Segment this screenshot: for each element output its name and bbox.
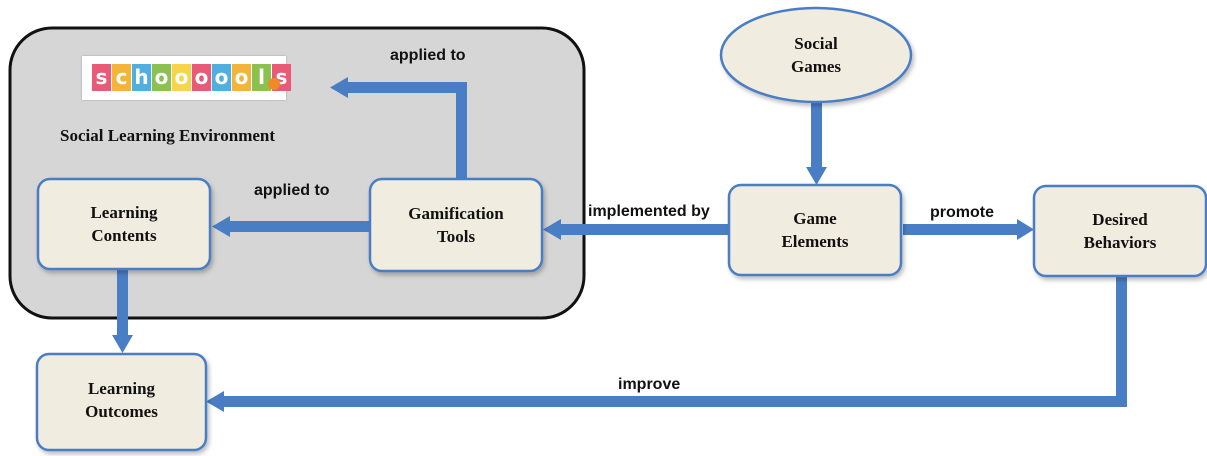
label-line: Desired	[1092, 210, 1148, 229]
node-gamification-tools	[368, 177, 544, 273]
arrow-gamification-to-environment	[330, 77, 467, 180]
arrow-behaviors-to-outcomes	[206, 277, 1127, 412]
edge-label-implemented-by: implemented by	[588, 203, 710, 220]
logo-letter-tile: o	[212, 64, 231, 91]
edge-label-promote: promote	[930, 204, 994, 221]
arrow-contents-to-outcomes	[112, 270, 133, 353]
label-line: Tools	[436, 227, 476, 246]
label-line: Social	[794, 34, 838, 53]
arrow-games-to-elements	[806, 103, 827, 185]
label-line: Behaviors	[1083, 233, 1157, 252]
label-line: Elements	[781, 232, 849, 251]
label-game-elements: Game Elements	[729, 207, 901, 253]
logo-dot	[268, 78, 280, 90]
node-game-elements	[727, 183, 903, 277]
label-line: Outcomes	[85, 402, 158, 421]
node-desired-behaviors	[1032, 184, 1207, 278]
logo-letter-tile: h	[132, 64, 151, 91]
logo-letter-tile: s	[92, 64, 111, 91]
arrow-gamification-to-contents	[212, 216, 371, 237]
label-gamification-tools: Gamification Tools	[370, 202, 542, 248]
label-desired-behaviors: Desired Behaviors	[1034, 208, 1206, 254]
label-social-games: Social Games	[721, 32, 911, 78]
label-learning-contents: Learning Contents	[38, 201, 210, 247]
node-learning-outcomes	[35, 352, 208, 452]
logo-letter-tile: l	[252, 64, 271, 91]
logo-letter-tile: o	[232, 64, 251, 91]
edge-label-applied-to-environment: applied to	[390, 47, 466, 64]
edge-label-improve: improve	[618, 376, 681, 393]
container-title: Social Learning Environment	[60, 126, 276, 145]
label-line: Gamification	[408, 204, 504, 223]
node-learning-contents	[36, 177, 212, 271]
label-line: Learning	[87, 379, 156, 398]
label-line: Contents	[91, 226, 157, 245]
logo-letter-tile: o	[152, 64, 171, 91]
label-learning-outcomes: Learning Outcomes	[37, 377, 206, 423]
logo-letter-tile: o	[172, 64, 191, 91]
logo-letter-tile: c	[112, 64, 131, 91]
label-line: Learning	[90, 203, 158, 222]
label-line: Game	[793, 209, 837, 228]
label-line: Games	[790, 57, 842, 76]
edge-label-applied-to-contents: applied to	[254, 182, 330, 199]
node-social-games	[719, 6, 913, 104]
arrow-elements-to-behaviors	[903, 219, 1034, 240]
logo-letter-tile: o	[192, 64, 211, 91]
arrow-elements-to-gamification	[543, 219, 729, 240]
